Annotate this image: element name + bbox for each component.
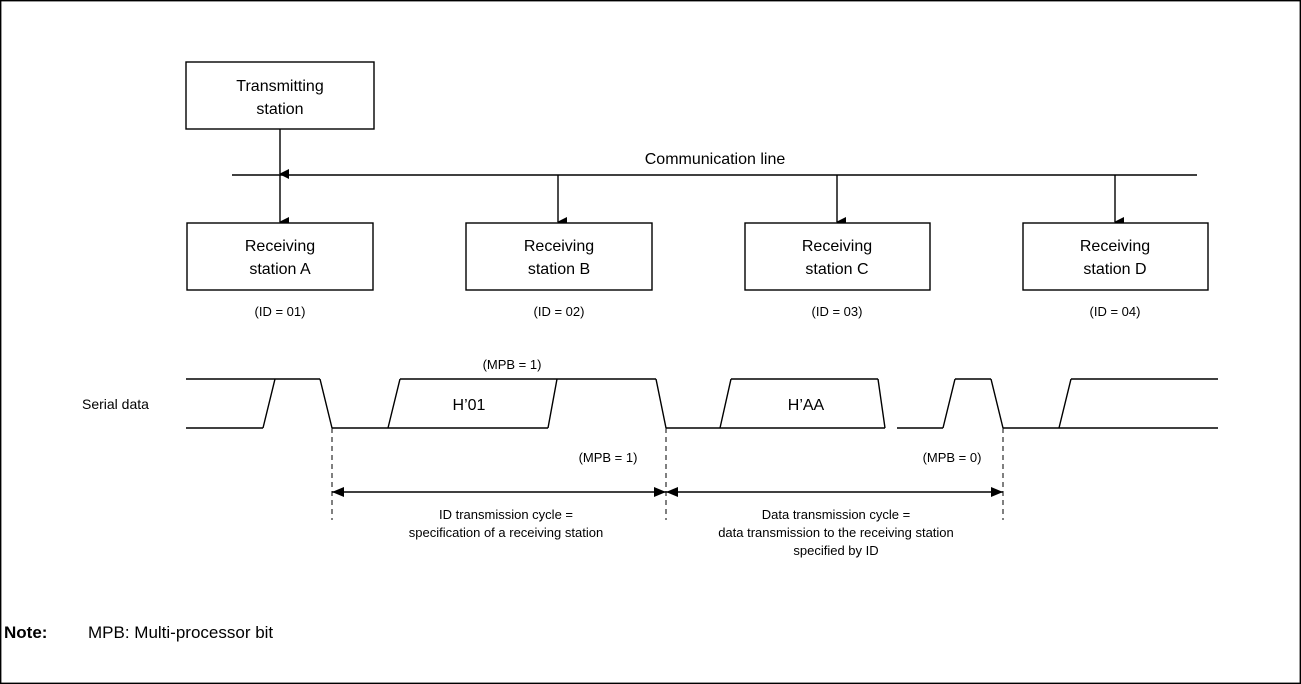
- id-cycle-line2: specification of a receiving station: [409, 525, 603, 540]
- frame2-value: H’AA: [788, 397, 825, 414]
- receiving-station-a: Receiving station A (ID = 01): [186, 175, 374, 319]
- receiving-station-c-line1: Receiving: [802, 238, 872, 255]
- receiving-station-c: Receiving station C (ID = 03): [744, 175, 931, 319]
- mpb-mid-label: (MPB = 1): [579, 450, 638, 465]
- serial-data-waveform: H’01 H’AA: [186, 378, 1218, 429]
- receiving-station-b-line1: Receiving: [524, 238, 594, 255]
- receiving-station-a-line1: Receiving: [245, 238, 315, 255]
- receiving-station-b-line2: station B: [528, 261, 590, 278]
- data-cycle-arrow: [666, 487, 1003, 497]
- receiving-station-b: Receiving station B (ID = 02): [465, 175, 653, 319]
- receiving-station-d-line2: station D: [1083, 261, 1146, 278]
- frame1-value: H’01: [453, 397, 486, 414]
- transmitting-station-line2: station: [256, 101, 303, 118]
- waveform-transitions: [262, 378, 1072, 429]
- mpb-top-label: (MPB = 1): [483, 357, 542, 372]
- receiving-station-a-id: (ID = 01): [255, 304, 306, 319]
- transmitting-station: Transmitting station: [185, 61, 375, 130]
- transmitting-station-line1: Transmitting: [236, 78, 323, 95]
- receiving-station-b-id: (ID = 02): [534, 304, 585, 319]
- mpb-right-label: (MPB = 0): [923, 450, 982, 465]
- data-cycle-line3: specified by ID: [793, 543, 878, 558]
- receiving-station-d: Receiving station D (ID = 04): [1022, 175, 1209, 319]
- receiving-station-d-id: (ID = 04): [1090, 304, 1141, 319]
- receiving-station-d-line1: Receiving: [1080, 238, 1150, 255]
- serial-data-label: Serial data: [82, 396, 149, 412]
- receiving-station-c-line2: station C: [805, 261, 868, 278]
- communication-line-label: Communication line: [645, 151, 786, 168]
- note-label: Note:: [4, 623, 47, 642]
- receiving-station-a-line2: station A: [249, 261, 311, 278]
- id-cycle-arrow: [332, 487, 666, 497]
- data-cycle-line2: data transmission to the receiving stati…: [718, 525, 954, 540]
- data-cycle-line1: Data transmission cycle =: [762, 507, 910, 522]
- id-cycle-line1: ID transmission cycle =: [439, 507, 573, 522]
- note-text: MPB: Multi-processor bit: [88, 623, 273, 642]
- receiving-station-c-id: (ID = 03): [812, 304, 863, 319]
